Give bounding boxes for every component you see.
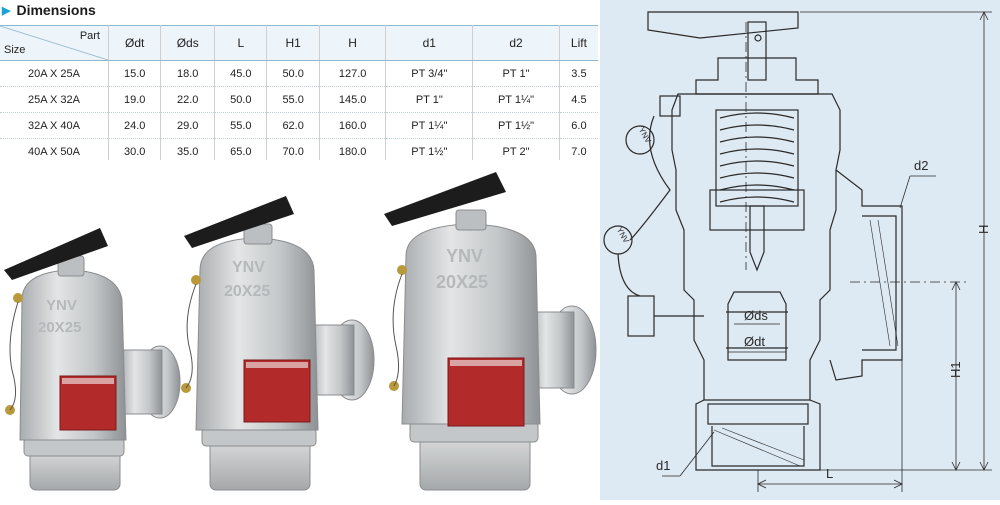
label-H1: H1 [948, 361, 963, 378]
table-cell: PT 1" [385, 86, 474, 113]
column-header: d2 [472, 25, 560, 61]
table-cell: 19.0 [108, 86, 162, 113]
table-cell: 7.0 [571, 145, 587, 158]
valve-2-emboss-bottom: 20X25 [224, 283, 270, 300]
label-ds: Øds [744, 308, 768, 323]
label-d2: d2 [914, 158, 928, 173]
table-cell: 160.0 [319, 112, 387, 139]
label-d1: d1 [656, 458, 670, 473]
size-cell: 25A X 32A [0, 86, 109, 113]
valve-1-emboss-top: YNV [46, 297, 77, 314]
column-header: Øds [160, 25, 216, 61]
label-dt: Ødt [744, 334, 765, 349]
diagonal-divider [0, 26, 108, 60]
table-cell: 22.0 [160, 86, 216, 113]
valve-2: YNV 20X25 [181, 196, 375, 491]
table-cell: 62.0 [266, 112, 320, 139]
table-cell: 50.0 [214, 86, 268, 113]
cross-section-svg: d2 H H1 Øds Ødt d1 L YNV YNV [603, 11, 992, 492]
column-header: Ødt [108, 25, 162, 61]
table-header-row: Part Size Ødt Øds L H1 H d1 d2 Lift [0, 25, 598, 61]
column-header: d1 [385, 25, 474, 61]
table-cell: 55.0 [214, 112, 268, 139]
table-cell: 3.5 [571, 67, 587, 80]
table-cell: 24.0 [108, 112, 162, 139]
size-cell: 20A X 25A [0, 60, 109, 87]
table-cell: 15.0 [108, 60, 162, 87]
valve-1-emboss-bottom: 20X25 [38, 319, 81, 336]
table-cell: 55.0 [266, 86, 320, 113]
table-row: 20A X 25A 15.0 18.0 45.0 50.0 127.0 PT 3… [0, 60, 598, 87]
cross-section-drawing: d2 H H1 Øds Ødt d1 L YNV YNV [600, 0, 1000, 500]
section-heading: ▶ Dimensions [2, 1, 96, 19]
column-header: H [319, 25, 387, 61]
table-cell: PT 1" [472, 60, 560, 87]
table-cell: 18.0 [160, 60, 216, 87]
column-header: H1 [266, 25, 320, 61]
valve-1: YNV 20X25 [4, 228, 181, 491]
table-cell: PT 3/4" [385, 60, 474, 87]
table-cell: 4.5 [571, 93, 587, 106]
section-title: Dimensions [16, 2, 96, 18]
valve-3-emboss-top: YNV [446, 246, 483, 266]
table-row: 32A X 40A 24.0 29.0 55.0 62.0 160.0 PT 1… [0, 112, 598, 139]
table-cell: 45.0 [214, 60, 268, 87]
corner-part-label: Part [79, 30, 100, 42]
dimensions-table: Part Size Ødt Øds L H1 H d1 d2 Lift 20A … [0, 25, 598, 165]
column-header: L [214, 25, 268, 61]
triangle-bullet-icon: ▶ [2, 4, 11, 17]
table-cell: 6.0 [571, 119, 587, 132]
table-cell: PT 1¼" [385, 112, 474, 139]
table-row: 25A X 32A 19.0 22.0 50.0 55.0 145.0 PT 1… [0, 86, 598, 113]
valve-photo-svg: YNV 20X25 YNV 20X25 [4, 172, 597, 491]
size-cell: 32A X 40A [0, 112, 109, 139]
valve-3: YNV 20X25 [384, 172, 597, 491]
label-L: L [826, 466, 833, 481]
column-header: Lift [559, 25, 598, 61]
label-H: H [976, 225, 991, 234]
corner-size-label: Size [4, 44, 26, 56]
table-cell: 127.0 [319, 60, 387, 87]
valve-photo: YNV 20X25 YNV 20X25 [0, 160, 600, 500]
dimensions-panel: ▶ Dimensions Part Size Ødt Øds L H1 H d1… [0, 1, 600, 500]
valve-3-emboss-bottom: 20X25 [436, 272, 488, 292]
valve-2-emboss-top: YNV [232, 259, 265, 276]
seal-label-2: YNV [615, 226, 631, 245]
table-cell: PT 1½" [472, 112, 560, 139]
table-cell: 29.0 [160, 112, 216, 139]
table-cell: 50.0 [266, 60, 320, 87]
table-cell: PT 1¼" [472, 86, 560, 113]
table-cell: 145.0 [319, 86, 387, 113]
corner-header-cell: Part Size [0, 25, 109, 61]
